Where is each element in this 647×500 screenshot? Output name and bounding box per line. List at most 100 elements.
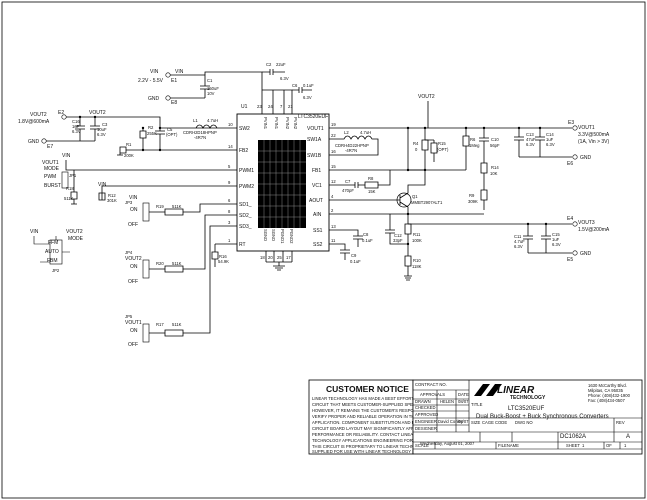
- burst-label: BURST: [44, 183, 61, 189]
- pin-num: 25: [277, 255, 282, 260]
- terminal-label: E4: [567, 216, 573, 222]
- pin-name: SD3_: [239, 224, 252, 230]
- pin-num: 6: [228, 198, 231, 203]
- value-label: 511K: [172, 322, 182, 327]
- value-label: 22uF: [276, 62, 286, 67]
- ref-label: C3: [102, 122, 108, 127]
- value-label: 6.3V: [552, 242, 561, 247]
- off-label: OFF: [128, 222, 138, 228]
- tb-filename: FILENAME: [498, 443, 519, 448]
- jumper-jp1[interactable]: [61, 171, 69, 189]
- terminal-e1[interactable]: [165, 72, 171, 78]
- pin-name: SGND: [263, 229, 268, 241]
- value-label: 255K: [147, 131, 157, 136]
- jp3-section: JP3 VIN ON OFF R19 511K: [125, 195, 226, 228]
- ref-label: C9: [351, 253, 357, 258]
- ref-label: Q1: [412, 194, 418, 199]
- pin-num: 5: [228, 164, 231, 169]
- vout1-section: VOUT1 E3 3.3V@500mA (1A, Vin > 3V) VOUT2…: [335, 94, 610, 281]
- pin-num: 4: [331, 194, 334, 199]
- ref-label: R8: [368, 176, 374, 181]
- pin-num: 2: [331, 208, 334, 213]
- value-label: 1uF: [546, 137, 554, 142]
- notice-line: CIRCUIT BOARD LAYOUT MAY SIGNIFICANTLY A…: [312, 426, 440, 431]
- ref-label: C5: [167, 127, 173, 132]
- pin-num: 1: [228, 238, 231, 243]
- jumper-jp4[interactable]: [142, 259, 150, 279]
- mode-label: MODE: [68, 236, 84, 242]
- ref-label: C2: [266, 62, 272, 67]
- vout2-section: VOUT2 1.8V@600mA E2 VOUT2 C16 1uF 6.3V C…: [18, 110, 226, 158]
- tb-engineer: ENGINEER: [415, 419, 437, 424]
- pin-name: SGND: [271, 229, 276, 241]
- ref-label: C15: [552, 232, 560, 237]
- pin-name: PVIN1: [274, 117, 279, 130]
- ic-right-pins: 19 VOUT1 22 SW1A 16 SW1B 15 FB1 12 VC1 4…: [307, 122, 340, 248]
- jp5-section: JP5 VOUT1 ON OFF R17 511K: [125, 225, 226, 348]
- net-label-gnd: GND: [148, 96, 160, 102]
- value-label: 47uF: [526, 137, 536, 142]
- terminal-e6[interactable]: [572, 154, 578, 160]
- pin-num: 16: [331, 149, 336, 154]
- ref-label: R19: [156, 204, 164, 209]
- off-label: OFF: [128, 279, 138, 285]
- net-label-vout1: VOUT1: [125, 320, 142, 326]
- tb-address: Phone: (408)432-1900: [588, 393, 631, 398]
- ref-label: R20: [156, 261, 164, 266]
- ic-part: LTC3520EUF: [298, 114, 328, 120]
- terminal-label: E2: [58, 110, 64, 116]
- ref-label: R10: [413, 258, 421, 263]
- pin-name: SW1A: [307, 137, 322, 143]
- terminal-e5[interactable]: [572, 250, 578, 256]
- terminal-e7[interactable]: [41, 138, 47, 144]
- jumper-jp3[interactable]: [142, 202, 150, 222]
- value-label: 470pF: [342, 188, 354, 193]
- ref-label: R2: [148, 125, 154, 130]
- ic-ref: U1: [241, 104, 248, 110]
- ref-label: C12: [394, 233, 402, 238]
- part-label: CDRH2D18HPNP: [183, 130, 217, 135]
- tb-description: Dual Buck-Boost + Buck Synchronous Conve…: [476, 414, 609, 420]
- terminal-label: E1: [171, 78, 177, 84]
- terminal-e8[interactable]: [165, 95, 171, 101]
- ref-label: R17: [156, 322, 164, 327]
- notice-line: TECHNOLOGY APPLICATIONS ENGINEERING FOR …: [312, 438, 441, 443]
- value-label: 309K: [468, 199, 478, 204]
- tb-contract: CONTRACT NO.: [415, 382, 447, 387]
- terminal-e3[interactable]: [572, 125, 578, 131]
- value-label: 301K: [107, 198, 117, 203]
- pin-name: SW2: [239, 126, 250, 132]
- ref-label: L1: [193, 118, 198, 123]
- ic-left-pins: 10 SW2 14 FB2 5 PWM1 9 PWM2 6 SD1_ 8 SD2…: [226, 122, 254, 248]
- jumper-jp5[interactable]: [142, 323, 150, 343]
- tb-address: Fax: (408)434-0507: [588, 398, 625, 403]
- ref-label: C6: [292, 83, 298, 88]
- ref-label: C8: [363, 232, 369, 237]
- ref-label: JP4: [125, 250, 133, 255]
- value-label: 6.3V: [546, 142, 555, 147]
- net-label-vout2: VOUT2: [66, 229, 83, 235]
- value-label: 1uF: [552, 237, 560, 242]
- pin-num: 20: [268, 255, 273, 260]
- pin-name: PVIN2: [285, 117, 290, 130]
- pin-name: PWM1: [239, 168, 254, 174]
- terminal-e4[interactable]: [572, 221, 578, 227]
- ref-label: C14: [546, 132, 554, 137]
- off-label: OFF: [128, 342, 138, 348]
- value-label: 4.7uH: [207, 118, 218, 123]
- value-label: 4.7uF: [514, 239, 525, 244]
- net-label-vin: VIN: [150, 69, 159, 75]
- pin-name: PVIN2: [293, 117, 298, 130]
- net-label-gnd: GND: [580, 155, 592, 161]
- value-label: 10uF: [97, 127, 107, 132]
- ref-label: L2: [344, 130, 349, 135]
- ref-label: C11: [514, 234, 522, 239]
- pin-num: 3: [228, 220, 231, 225]
- ref-label: R11: [413, 232, 421, 237]
- pin-num: 13: [331, 224, 336, 229]
- part-label: CDRH4D22HPNP: [335, 143, 369, 148]
- net-label-vout3: VOUT3: [578, 220, 595, 226]
- value-label: (OPT): [166, 132, 178, 137]
- pin-num: 15: [331, 164, 336, 169]
- pin-name: PWM2: [239, 184, 254, 190]
